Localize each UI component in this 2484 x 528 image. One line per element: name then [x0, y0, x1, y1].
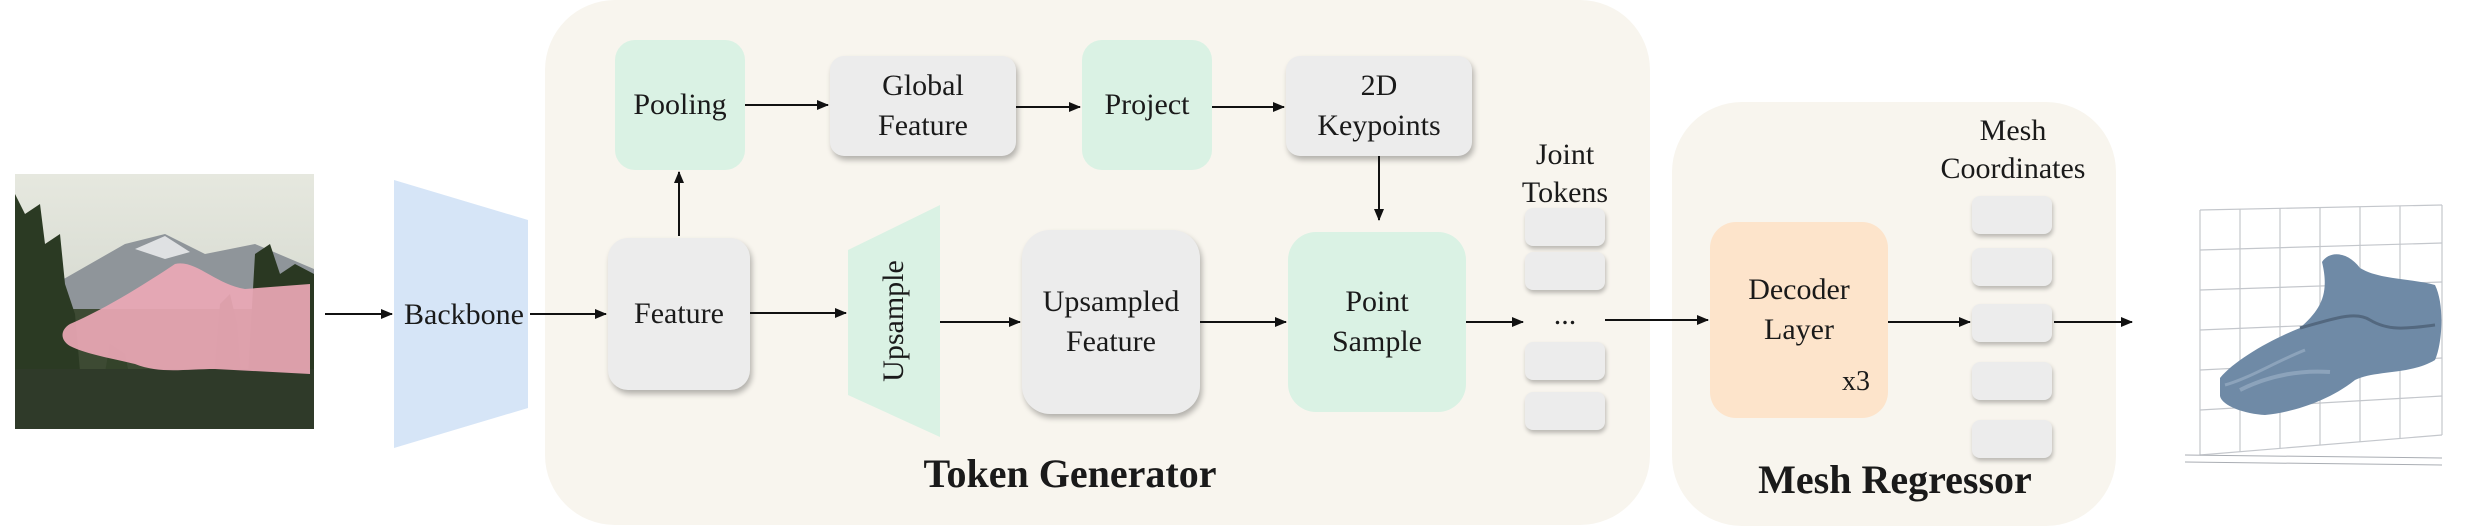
joint-tokens-line-1: Joint	[1535, 138, 1595, 171]
feature-label: Feature	[634, 297, 724, 330]
point-sample-label: Point Sample	[1332, 282, 1422, 362]
upsampled-feature-label: Upsampled Feature	[1043, 282, 1180, 362]
joint-token	[1525, 208, 1605, 246]
mesh-coordinates-line-2: Coordinates	[1940, 152, 2086, 185]
global-feature-label: Global Feature	[878, 66, 968, 146]
mesh-coordinate-token	[1972, 304, 2052, 342]
mesh-coordinate-token	[1972, 196, 2052, 234]
joint-tokens-line-2: Tokens	[1521, 176, 1609, 209]
project-label: Project	[1104, 88, 1190, 121]
input-hand-image	[15, 174, 314, 429]
mesh-coordinates-label: Mesh Coordinates	[1918, 112, 2108, 188]
mesh-regressor-title: Mesh Regressor	[1758, 457, 2032, 502]
global-feature-node: Global Feature	[830, 56, 1016, 156]
joint-tokens-ellipsis: ...	[1553, 298, 1577, 331]
upsampled-feature-line-2: Feature	[1066, 325, 1156, 358]
keypoints-line-1: 2D	[1360, 69, 1398, 102]
upsampled-feature-line-1: Upsampled	[1042, 285, 1180, 318]
joint-token	[1525, 392, 1605, 430]
feature-node: Feature	[608, 238, 750, 390]
backbone-shape	[394, 180, 528, 448]
decoder-layer-line-2: Layer	[1764, 313, 1834, 346]
point-sample-node: Point Sample	[1288, 232, 1466, 412]
decoder-layer-label: Decoder Layer	[1748, 270, 1850, 350]
keypoints-label: 2D Keypoints	[1317, 66, 1440, 146]
keypoints-line-2: Keypoints	[1317, 109, 1441, 142]
pooling-label: Pooling	[633, 88, 727, 121]
output-mesh-image	[2184, 204, 2443, 466]
global-feature-line-2: Feature	[878, 109, 968, 142]
decoder-layer-line-1: Decoder	[1748, 273, 1850, 306]
joint-token	[1525, 342, 1605, 380]
keypoints-node: 2D Keypoints	[1286, 56, 1472, 156]
decoder-repeat-label: x3	[1842, 366, 1870, 397]
decoder-layer-node: Decoder Layer x3	[1710, 222, 1888, 418]
joint-tokens-label: Joint Tokens	[1500, 136, 1630, 212]
mesh-coordinate-token	[1972, 362, 2052, 400]
token-generator-title: Token Generator	[923, 451, 1217, 496]
point-sample-line-1: Point	[1345, 285, 1409, 318]
project-node: Project	[1082, 40, 1212, 170]
mesh-coordinate-token	[1972, 248, 2052, 286]
pooling-node: Pooling	[615, 40, 745, 170]
upsample-shape	[848, 205, 940, 437]
point-sample-line-2: Sample	[1332, 325, 1422, 358]
upsampled-feature-node: Upsampled Feature	[1022, 230, 1200, 414]
global-feature-line-1: Global	[882, 69, 964, 102]
mesh-coordinates-line-1: Mesh	[1979, 114, 2047, 147]
hand-overlay	[62, 263, 310, 374]
mesh-coordinate-token	[1972, 420, 2052, 458]
joint-token	[1525, 252, 1605, 290]
backbone-label: Backbone	[404, 298, 524, 331]
